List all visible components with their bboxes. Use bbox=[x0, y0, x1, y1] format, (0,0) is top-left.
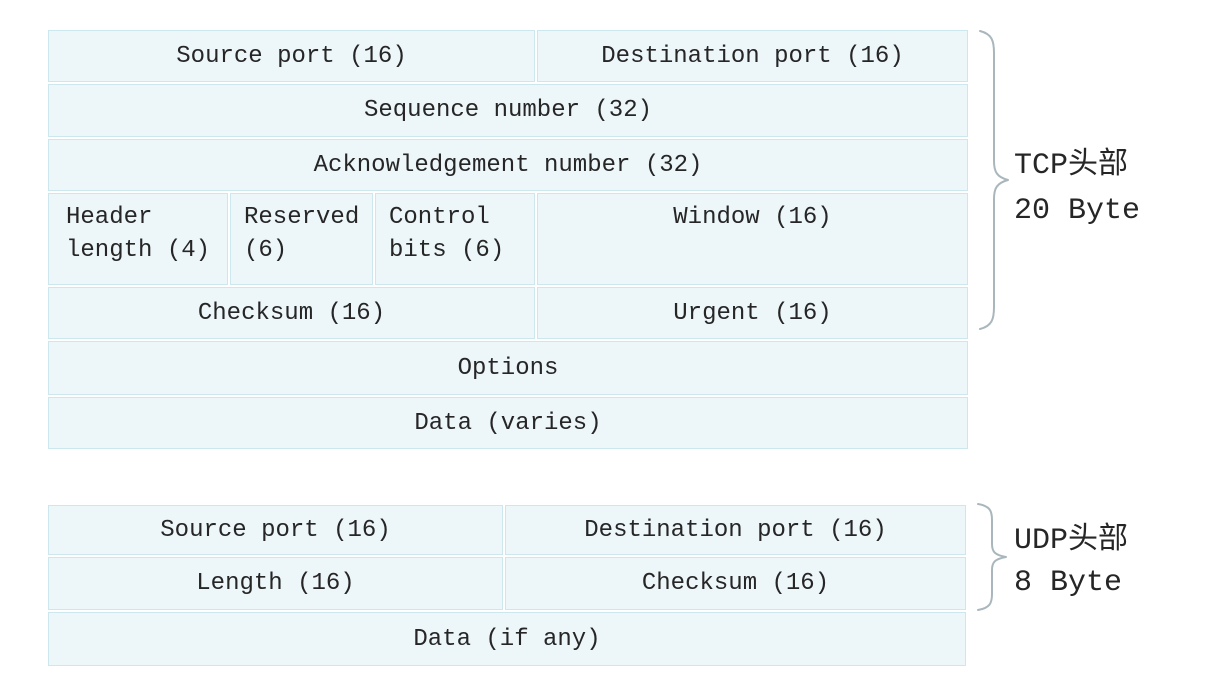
tcp-cell-control-bits: Control bits (6) bbox=[375, 193, 535, 285]
tcp-brace-icon bbox=[979, 30, 1009, 330]
tcp-header-table: Source port (16) Destination port (16) S… bbox=[48, 30, 968, 449]
tcp-brace-path bbox=[979, 30, 1009, 330]
tcp-brace-label: TCP头部 20 Byte bbox=[1014, 144, 1140, 234]
tcp-cell-window: Window (16) bbox=[537, 193, 968, 285]
tcp-cell-data: Data (varies) bbox=[48, 397, 968, 449]
udp-cell-length: Length (16) bbox=[48, 557, 503, 610]
udp-brace-label-line1: UDP头部 bbox=[1014, 524, 1129, 558]
tcp-cell-options: Options bbox=[48, 341, 968, 395]
tcp-cell-header-length: Header length (4) bbox=[48, 193, 228, 285]
tcp-cell-acknowledgement-number: Acknowledgement number (32) bbox=[48, 139, 968, 191]
udp-brace-path bbox=[977, 503, 1007, 611]
tcp-cell-destination-port: Destination port (16) bbox=[537, 30, 968, 82]
tcp-cell-sequence-number: Sequence number (32) bbox=[48, 84, 968, 137]
tcp-brace-label-line1: TCP头部 bbox=[1014, 149, 1129, 183]
udp-cell-data: Data (if any) bbox=[48, 612, 966, 666]
tcp-cell-reserved: Reserved (6) bbox=[230, 193, 373, 285]
udp-brace-label: UDP头部 8 Byte bbox=[1014, 520, 1128, 604]
udp-cell-checksum: Checksum (16) bbox=[505, 557, 966, 610]
udp-header-table: Source port (16) Destination port (16) L… bbox=[48, 505, 966, 666]
tcp-cell-urgent: Urgent (16) bbox=[537, 287, 968, 339]
udp-brace-icon bbox=[977, 503, 1007, 611]
udp-cell-destination-port: Destination port (16) bbox=[505, 505, 966, 555]
tcp-cell-source-port: Source port (16) bbox=[48, 30, 535, 82]
udp-cell-source-port: Source port (16) bbox=[48, 505, 503, 555]
udp-brace-label-line2: 8 Byte bbox=[1014, 566, 1123, 600]
tcp-brace-label-line2: 20 Byte bbox=[1014, 194, 1141, 228]
tcp-cell-checksum: Checksum (16) bbox=[48, 287, 535, 339]
